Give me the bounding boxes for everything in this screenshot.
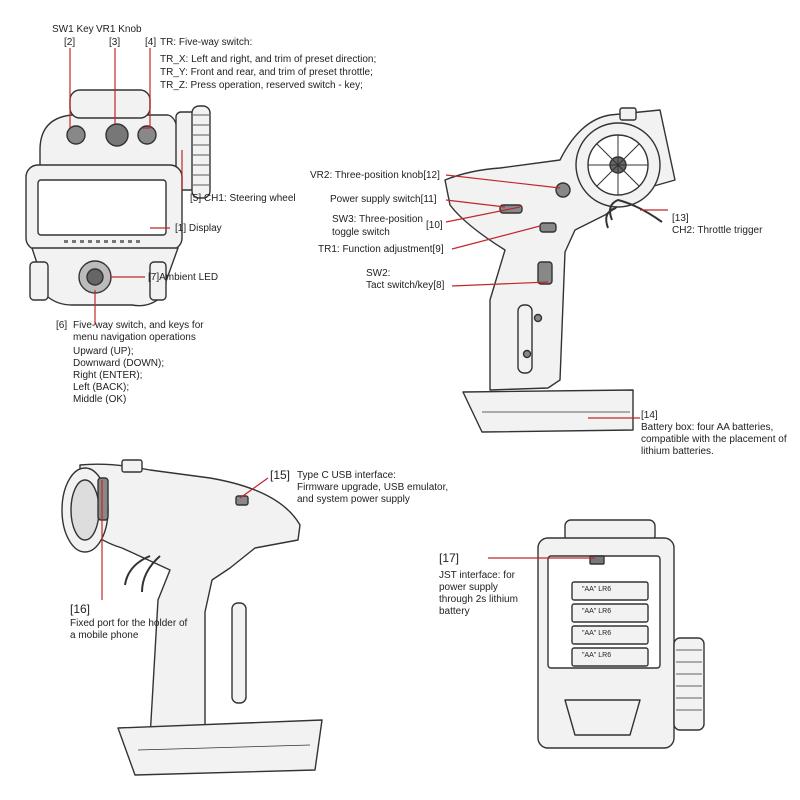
tr-z-label: TR_Z: Press operation, reserved switch -… — [160, 80, 363, 91]
phone-holder-label: Fixed port for the holder of a mobile ph… — [70, 618, 188, 641]
callout-number-16: [16] — [70, 602, 91, 616]
callout-number-3: [3] — [109, 37, 121, 48]
callout-lines — [69, 48, 668, 600]
nav-up-label: Upward (UP); — [73, 346, 134, 357]
callout-number-14: [14] — [641, 410, 658, 421]
ch1-steering-label: [5] CH1: Steering wheel — [190, 193, 296, 204]
power-switch-label: Power supply switch[11] — [330, 194, 437, 205]
five-way-switch-title: Five-way switch, and keys for menu navig… — [73, 320, 204, 343]
tact-switch-label: Tact switch/key[8] — [366, 280, 445, 291]
tr-x-label: TR_X: Left and right, and trim of preset… — [160, 54, 377, 65]
callout-number-15: [15] — [270, 468, 291, 482]
nav-down-label: Downward (DOWN); — [73, 358, 165, 369]
tr1-function-label: TR1: Function adjustment[9] — [318, 244, 444, 255]
nav-left-label: Left (BACK); — [73, 382, 130, 393]
sw2-label: SW2: — [366, 268, 391, 279]
display-label: [1] Display — [175, 223, 222, 234]
callout-number-10: [10] — [426, 220, 443, 231]
battery-cell-label-4: "AA" LR6 — [582, 652, 612, 659]
ch2-throttle-label: CH2: Throttle trigger — [672, 225, 763, 236]
callout-number-17: [17] — [439, 551, 460, 565]
jst-interface-label: JST interface: for power supply through … — [439, 570, 518, 617]
callout-number-13: [13] — [672, 213, 689, 224]
battery-cell-label-2: "AA" LR6 — [582, 608, 612, 615]
battery-cell-label-1: "AA" LR6 — [582, 586, 612, 593]
sw3-toggle-label: SW3: Three-position — [332, 214, 423, 225]
ambient-led-label: [7]Ambient LED — [148, 272, 219, 283]
battery-cell-label-3: "AA" LR6 — [582, 630, 612, 637]
transmitter-front-view-icon — [25, 89, 211, 307]
nav-right-label: Right (ENTER); — [73, 370, 143, 381]
usb-interface-title: Type C USB interface: — [297, 470, 396, 481]
battery-box-label: Battery box: four AA batteries, compatib… — [641, 422, 787, 457]
tr-y-label: TR_Y: Front and rear, and trim of preset… — [160, 67, 373, 78]
sw3-toggle-label-2: toggle switch — [332, 227, 390, 238]
tr-switch-title: TR: Five-way switch: — [160, 37, 253, 48]
callout-number-2: [2] — [64, 37, 76, 48]
callout-number-6: [6] — [56, 320, 68, 331]
transmitter-battery-bay-view-icon — [537, 519, 705, 749]
usb-interface-desc: Firmware upgrade, USB emulator, and syst… — [297, 482, 449, 505]
nav-middle-label: Middle (OK) — [73, 394, 127, 405]
callout-number-4: [4] — [145, 37, 157, 48]
vr2-knob-label: VR2: Three-position knob[12] — [310, 170, 440, 181]
sw1-key-label: SW1 Key — [52, 24, 94, 35]
vr1-knob-label: VR1 Knob — [96, 24, 142, 35]
transmitter-side-view-icon — [444, 107, 676, 433]
transmitter-left-side-view-icon — [61, 459, 323, 776]
